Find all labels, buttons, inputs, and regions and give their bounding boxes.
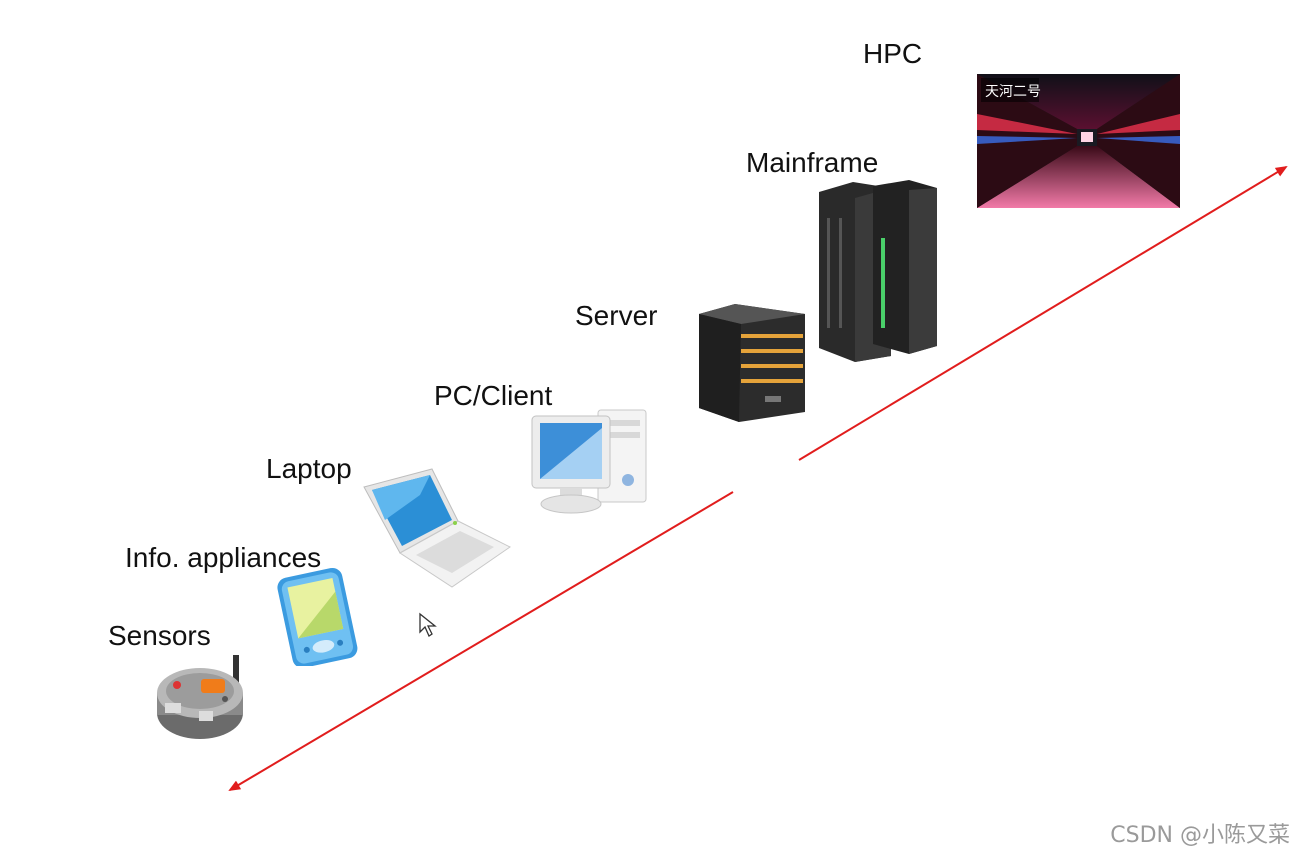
supercomputer-photo: 天河二号 bbox=[977, 74, 1180, 208]
laptop-icon bbox=[363, 468, 511, 588]
mouse-cursor-icon bbox=[419, 612, 437, 637]
pda-icon bbox=[277, 567, 358, 666]
desktop-pc-icon bbox=[531, 409, 647, 514]
hpc-image-caption: 天河二号 bbox=[985, 84, 1041, 100]
label-hpc: HPC bbox=[863, 38, 923, 69]
server-icon bbox=[699, 304, 805, 422]
csdn-watermark: CSDN @小陈又菜 bbox=[1110, 823, 1290, 848]
label-laptop: Laptop bbox=[266, 453, 352, 484]
label-server: Server bbox=[575, 300, 658, 331]
label-mainframe: Mainframe bbox=[746, 147, 879, 178]
mainframe-icon bbox=[819, 180, 937, 362]
arrow-down-left bbox=[228, 491, 734, 792]
label-pc-client: PC/Client bbox=[434, 380, 553, 411]
label-sensors: Sensors bbox=[108, 620, 211, 651]
label-info-appliances: Info. appliances bbox=[125, 542, 322, 573]
arrow-up-right bbox=[798, 165, 1288, 461]
sensor-node-icon bbox=[157, 655, 243, 739]
